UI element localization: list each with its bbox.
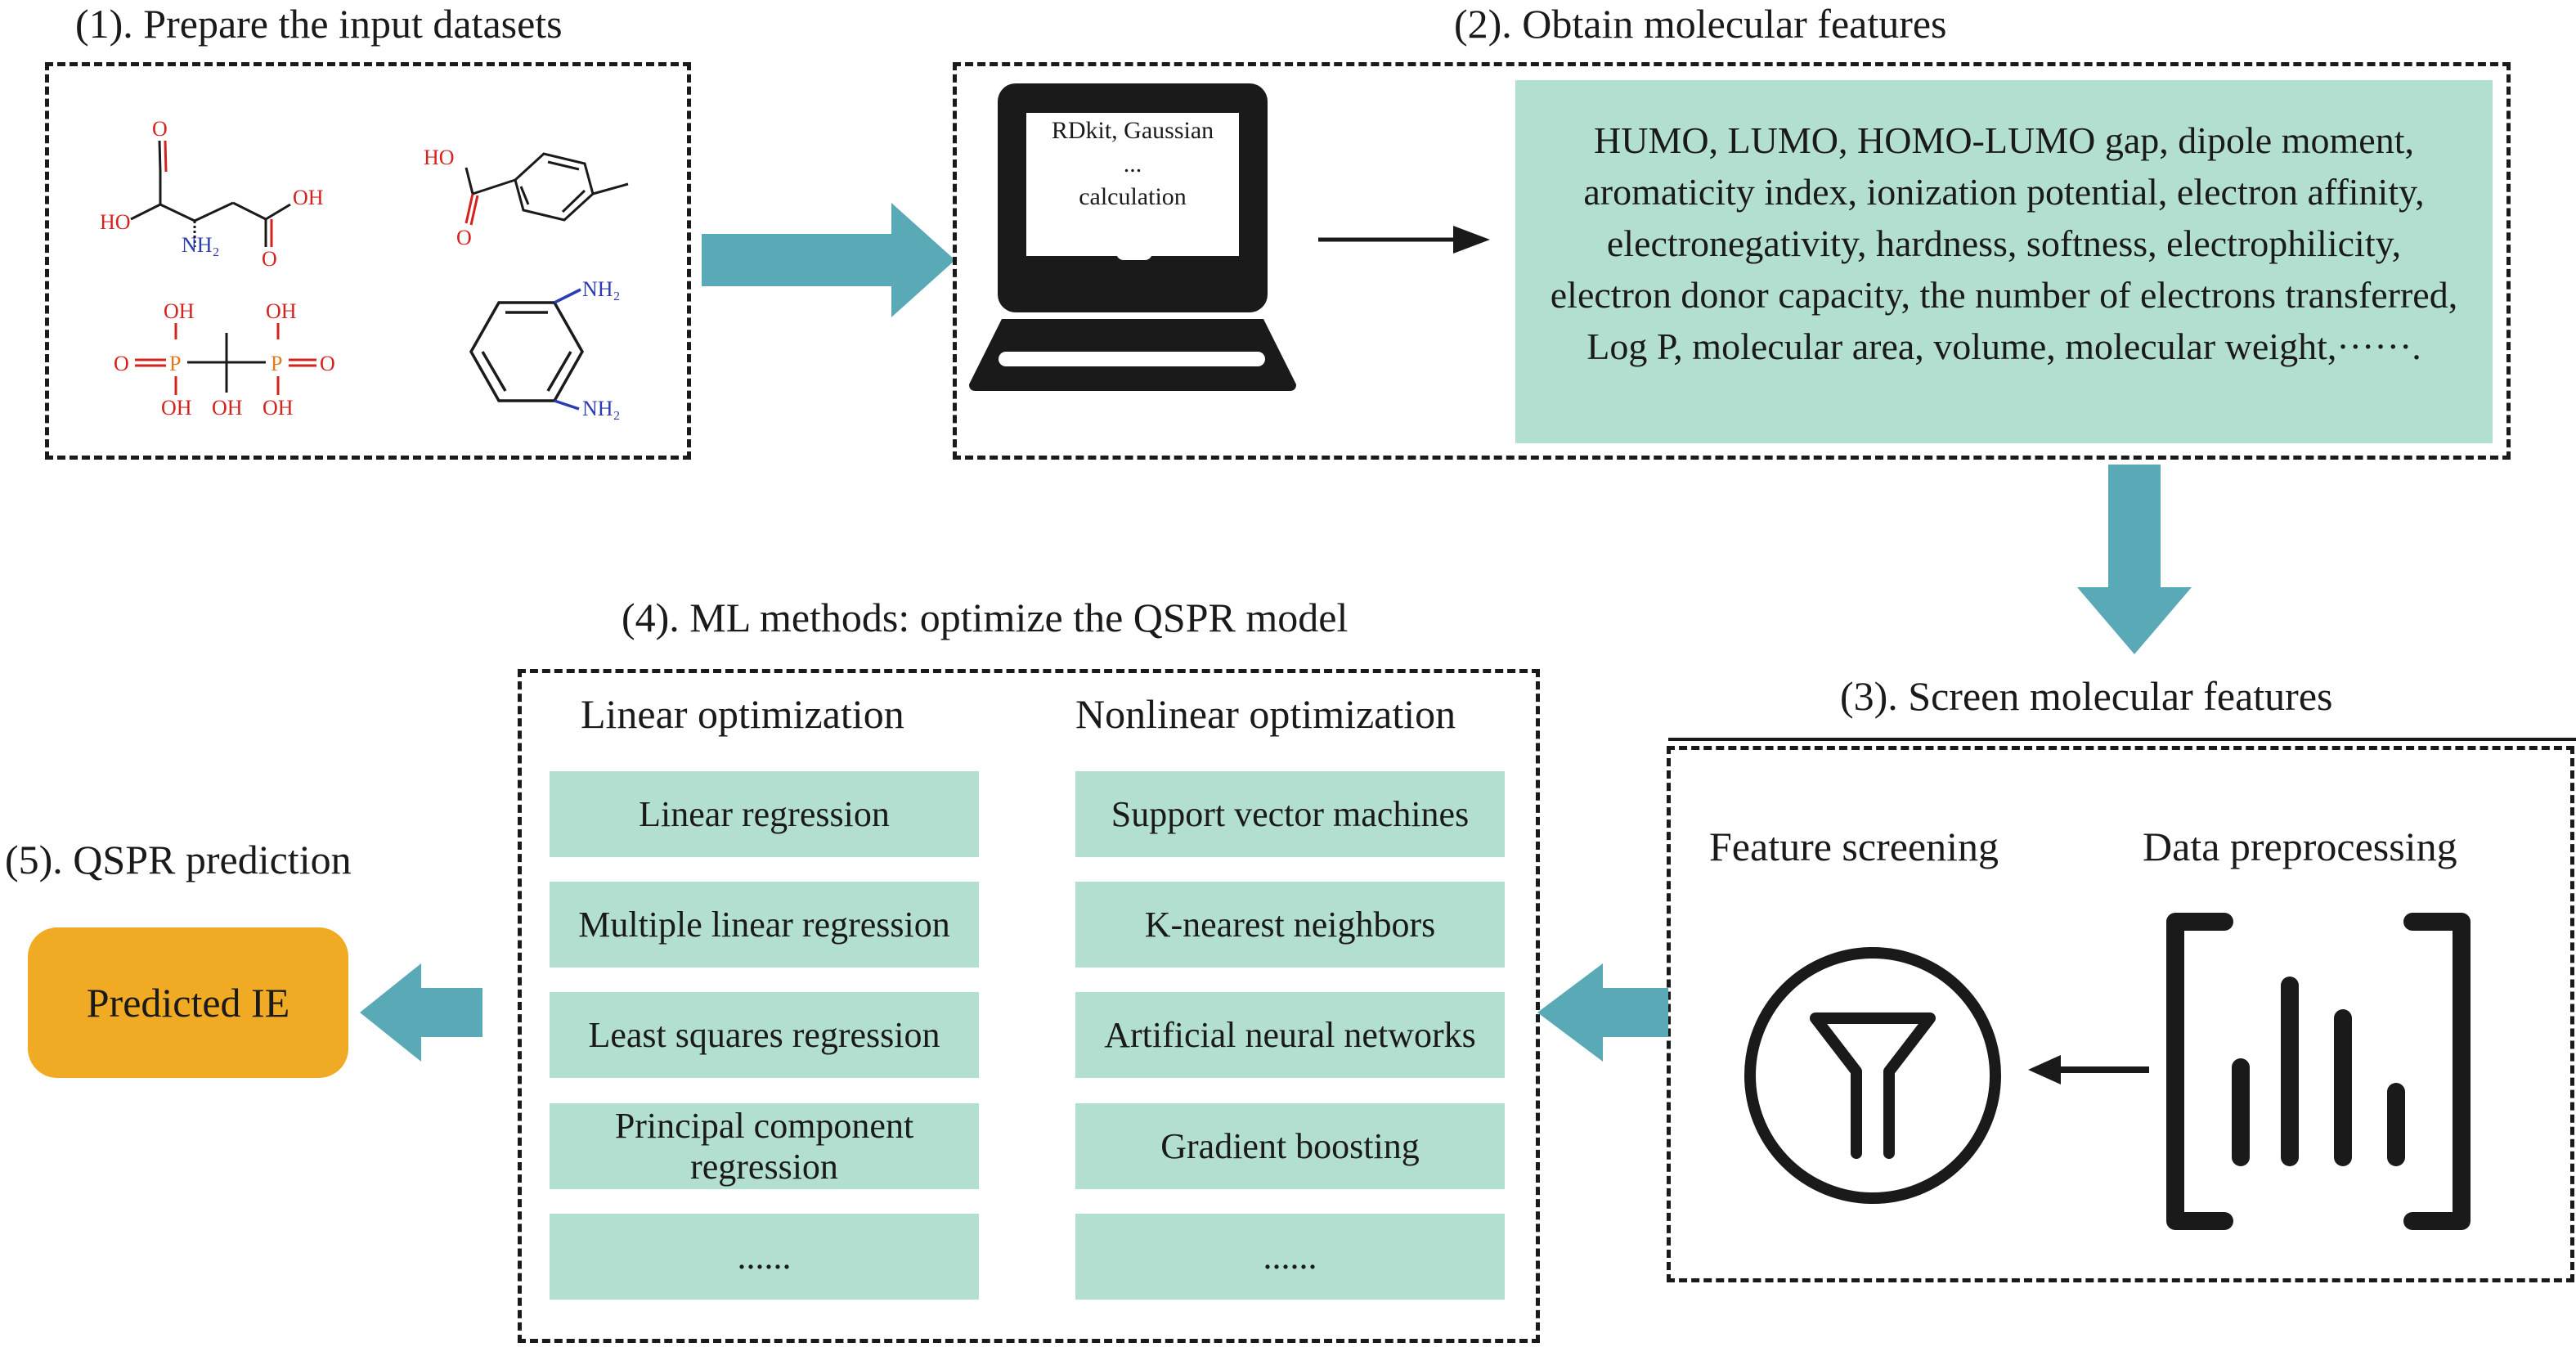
svg-text:P: P xyxy=(271,352,282,375)
stage2-title: (2). Obtain molecular features xyxy=(1454,1,1947,47)
stage4-box xyxy=(518,669,1540,1343)
svg-text:O: O xyxy=(152,117,168,141)
molecule-toluic-acid: HO O xyxy=(424,146,629,249)
arrow-left-2 xyxy=(1537,963,1668,1062)
stage3-divider xyxy=(1668,738,2576,741)
molecule-aspartic-acid: O HO OH O NH₂ xyxy=(100,117,324,271)
arrow-laptop-to-features xyxy=(1318,226,1490,254)
svg-text:O: O xyxy=(456,226,472,249)
molecule-bisphosphonate: OH OH O P P O OH OH OH xyxy=(114,299,335,420)
method-support-vector-machines: Support vector machines xyxy=(1075,771,1505,857)
arrow-left-3 xyxy=(360,963,482,1062)
feature-screening-label: Feature screening xyxy=(1709,824,1999,869)
stage1-title: (1). Prepare the input datasets xyxy=(75,1,563,47)
arrow-right-1 xyxy=(702,203,955,317)
filter-icon xyxy=(1744,947,2001,1204)
svg-text:NH₂: NH₂ xyxy=(582,397,621,420)
features-list-box: HUMO, LUMO, HOMO-LUMO gap, dipole moment… xyxy=(1515,80,2493,443)
svg-text:OH: OH xyxy=(161,396,192,420)
screen-line-2: ... xyxy=(1123,150,1142,177)
stage5-title: (5). QSPR prediction xyxy=(5,837,352,882)
predicted-ie-box: Predicted IE xyxy=(28,927,348,1078)
bar-chart-icon xyxy=(2166,913,2471,1230)
svg-text:O: O xyxy=(320,352,335,375)
stage3-title: (3). Screen molecular features xyxy=(1840,673,2333,719)
arrow-preprocessing-to-screening xyxy=(2028,1055,2149,1084)
svg-text:OH: OH xyxy=(263,396,294,420)
svg-text:O: O xyxy=(262,247,277,271)
svg-text:O: O xyxy=(114,352,129,375)
data-preprocessing-label: Data preprocessing xyxy=(2143,824,2457,869)
stage2-box xyxy=(953,62,2511,460)
laptop-icon xyxy=(969,83,1296,391)
predicted-ie-label: Predicted IE xyxy=(86,980,290,1026)
method-linear-more: ...... xyxy=(550,1214,979,1300)
svg-text:NH₂: NH₂ xyxy=(182,233,220,257)
method-linear-regression: Linear regression xyxy=(550,771,979,857)
method-least-squares-regression: Least squares regression xyxy=(550,992,979,1078)
svg-text:HO: HO xyxy=(100,210,131,234)
method-k-nearest-neighbors: K-nearest neighbors xyxy=(1075,882,1505,968)
method-nonlinear-more: ...... xyxy=(1075,1214,1505,1300)
molecule-phenylenediamine: NH₂ NH₂ xyxy=(469,277,621,420)
method-gradient-boosting: Gradient boosting xyxy=(1075,1103,1505,1189)
laptop-screen-text: RDkit, Gaussian ... calculation xyxy=(1026,114,1239,214)
svg-text:OH: OH xyxy=(212,396,243,420)
screen-line-3: calculation xyxy=(1079,183,1187,210)
stage3-box xyxy=(1667,746,2574,1282)
method-principal-component-regression: Principal component regression xyxy=(550,1103,979,1189)
linear-optimization-title: Linear optimization xyxy=(581,691,904,737)
svg-text:NH₂: NH₂ xyxy=(582,277,621,301)
arrow-down xyxy=(2077,465,2192,654)
svg-text:OH: OH xyxy=(266,299,297,323)
svg-text:HO: HO xyxy=(424,146,455,169)
svg-text:P: P xyxy=(169,352,181,375)
method-multiple-linear-regression: Multiple linear regression xyxy=(550,882,979,968)
stage1-box xyxy=(45,62,691,460)
nonlinear-optimization-title: Nonlinear optimization xyxy=(1075,691,1456,737)
stage4-title: (4). ML methods: optimize the QSPR model xyxy=(622,595,1349,640)
features-list-text: HUMO, LUMO, HOMO-LUMO gap, dipole moment… xyxy=(1550,119,2458,367)
method-artificial-neural-networks: Artificial neural networks xyxy=(1075,992,1505,1078)
screen-line-1: RDkit, Gaussian xyxy=(1051,117,1214,144)
svg-text:OH: OH xyxy=(293,186,324,209)
svg-text:OH: OH xyxy=(164,299,195,323)
